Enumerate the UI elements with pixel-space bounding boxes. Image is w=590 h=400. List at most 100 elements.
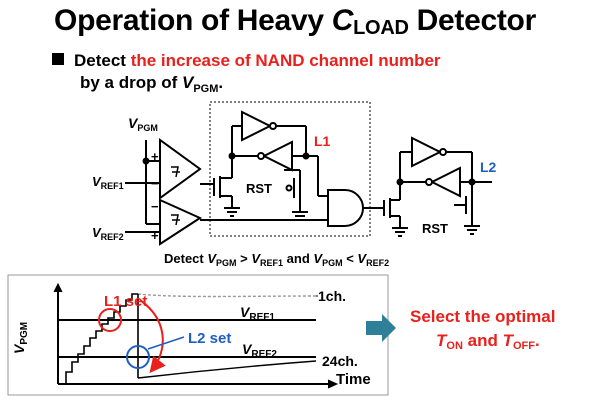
comparator-1-icon	[159, 138, 202, 200]
cond-vref2-v: V	[357, 251, 367, 266]
comp2-plus: +	[151, 228, 159, 243]
latch1-inverter-bottom-icon	[261, 140, 293, 172]
result-toff-sub: OFF	[513, 340, 535, 352]
cond-vpgm-v: V	[207, 251, 217, 266]
cond-gt: >	[237, 251, 252, 266]
l2-label: L2	[480, 159, 497, 175]
comp2-minus: −	[151, 199, 159, 214]
ch1-label: 1ch.	[318, 288, 346, 304]
vpgm-step-ramp	[65, 293, 138, 384]
latch2-inverter-top-bubble	[439, 148, 447, 156]
rst2-label: RST	[422, 221, 448, 236]
result-and: and	[463, 331, 503, 350]
curve-1ch	[137, 293, 317, 298]
vref1-label-sub: REF1	[101, 181, 124, 191]
graph-ylabel: VPGM	[11, 322, 30, 354]
bullet-period: .	[218, 73, 224, 92]
cond-vref1-v: V	[251, 251, 261, 266]
cond-vref1-sub: REF1	[260, 258, 283, 268]
ch24-label: 24ch.	[322, 353, 358, 369]
right-arrow-icon	[366, 314, 396, 342]
cond-vpgm-sub: PGM	[216, 258, 237, 268]
vref2-label-sub: REF2	[101, 232, 124, 242]
latch2-inverter-top-icon	[411, 136, 443, 168]
cond-vref2-sub: REF2	[366, 258, 389, 268]
cond-vpgm2-v: V	[313, 251, 323, 266]
bullet-square-icon	[52, 53, 64, 65]
latch2-node-left	[396, 178, 404, 186]
vref1-label-v: V	[92, 174, 102, 189]
x-axis-arrow-icon	[327, 379, 339, 389]
circuit-labels: VPGM VREF1 VREF2 + − − + RST RST L1 L2 D…	[92, 115, 497, 268]
bullet-point: Detect the increase of NAND channel numb…	[52, 50, 441, 100]
cond-and: and	[283, 251, 313, 266]
cond-lt: <	[343, 251, 358, 266]
result-line-2: TON and TOFF.	[436, 331, 540, 352]
vpgm-label-v: V	[128, 115, 139, 131]
bullet-text: Detect	[74, 51, 131, 70]
comp1-plus: +	[151, 149, 159, 164]
cond-detect: Detect	[164, 251, 207, 266]
graph-vref2-sub: REF2	[251, 349, 277, 360]
graph-vref2-label: VREF2	[242, 341, 277, 360]
graph-ylabel-sub: PGM	[19, 322, 30, 345]
latch1-inverter-top-bubble	[269, 122, 277, 130]
title-sub: LOAD	[353, 17, 409, 39]
latch1-inverter-bottom-bubble	[257, 152, 265, 160]
y-axis-arrow-icon	[53, 282, 63, 293]
cond-vpgm2-sub: PGM	[322, 258, 343, 268]
vref2-label-v: V	[92, 225, 102, 240]
comparator-2-icon	[159, 198, 203, 246]
vpgm-label: VPGM	[128, 115, 158, 133]
latch1-node-left	[228, 152, 236, 160]
drop-arrow-icon	[139, 299, 166, 374]
l1-label: L1	[314, 133, 331, 149]
bullet-highlight: the increase of NAND channel number	[130, 51, 441, 70]
vpgm-label-sub: PGM	[137, 123, 158, 133]
time-label: Time	[336, 371, 371, 388]
bullet-line-1: Detect the increase of NAND channel numb…	[52, 50, 441, 72]
vref1-label: VREF1	[92, 174, 124, 191]
result-ton-sub: ON	[446, 340, 463, 352]
result-text: Select the optimal TON and TOFF.	[410, 307, 555, 352]
bullet-vpgm-v: V	[182, 73, 194, 92]
graph-vref2-v: V	[242, 341, 253, 357]
bullet-vpgm-sub: PGM	[193, 83, 219, 95]
result-period: .	[535, 331, 540, 350]
detect-condition: Detect VPGM > VREF1 and VPGM < VREF2	[164, 251, 389, 268]
vref2-label: VREF2	[92, 225, 124, 242]
bullet-line-2: by a drop of VPGM.	[52, 72, 441, 100]
title-prefix: Operation of Heavy	[54, 4, 332, 37]
l1-set-label: L1 set	[104, 293, 147, 310]
result-ton-t: T	[436, 331, 448, 350]
title-cap: C	[331, 4, 354, 37]
latch1-inverter-top-icon	[241, 110, 273, 142]
vpgm-node-1	[142, 157, 150, 165]
graph-vref1-label: VREF1	[240, 304, 275, 323]
curve-24ch	[137, 360, 317, 379]
rst1-label: RST	[246, 181, 272, 196]
circuit	[125, 101, 492, 246]
latch2-inverter-bottom-icon	[429, 166, 461, 198]
bullet-line2-text: by a drop of	[80, 73, 182, 92]
l2-set-label: L2 set	[188, 330, 231, 347]
title-suffix: Detector	[408, 4, 537, 37]
comp1-minus: −	[151, 176, 159, 191]
graph-vref1-v: V	[240, 304, 251, 320]
l1-latch-box	[209, 101, 371, 237]
result-toff-t: T	[503, 331, 515, 350]
vpgm-graph: VPGM L1 set L2 set VREF1 VREF2 1ch. 24ch…	[7, 274, 389, 396]
latch2-inverter-bottom-bubble	[425, 178, 433, 186]
nand-gate-icon	[327, 189, 364, 227]
hysteresis-2-icon	[171, 214, 180, 226]
l2-set-marker	[126, 345, 150, 369]
l2-pointer	[147, 336, 185, 350]
latch1-node-right	[302, 152, 310, 160]
l1-set-marker	[98, 308, 122, 332]
nmos2-gate-bubble	[285, 184, 293, 192]
graph-vref1-sub: REF1	[249, 312, 275, 323]
graph-ylabel-v: V	[11, 343, 27, 354]
hysteresis-1-icon	[171, 166, 180, 178]
page-title: Operation of Heavy CLOAD Detector	[0, 4, 590, 40]
